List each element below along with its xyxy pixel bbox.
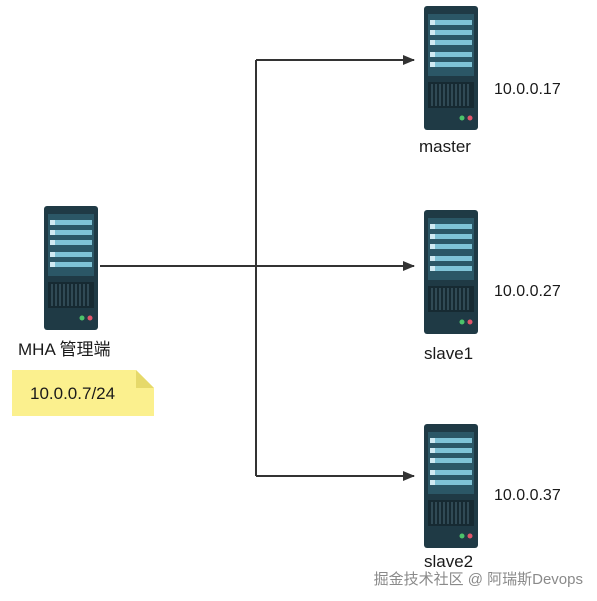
master-name: master [419,137,471,156]
manager-server-icon [43,205,99,331]
sticky-note-icon [12,370,154,416]
slave2-name: slave2 [424,552,474,571]
manager-ip: 10.0.0.7/24 [30,384,116,403]
master-server-icon [423,5,479,131]
manager-label: MHA 管理端 [18,340,111,359]
slave1-ip: 10.0.0.27 [494,283,561,300]
watermark: 掘金技术社区 @ 阿瑞斯Devops [373,571,583,588]
manager-ip-note: 10.0.0.7/24 [12,370,154,416]
slave1-server-icon [423,209,479,335]
master-ip: 10.0.0.17 [494,81,561,98]
slave1-name: slave1 [424,344,474,363]
connectors [100,55,415,481]
slave2-ip: 10.0.0.37 [494,487,561,504]
slave2-server-icon [423,423,479,549]
